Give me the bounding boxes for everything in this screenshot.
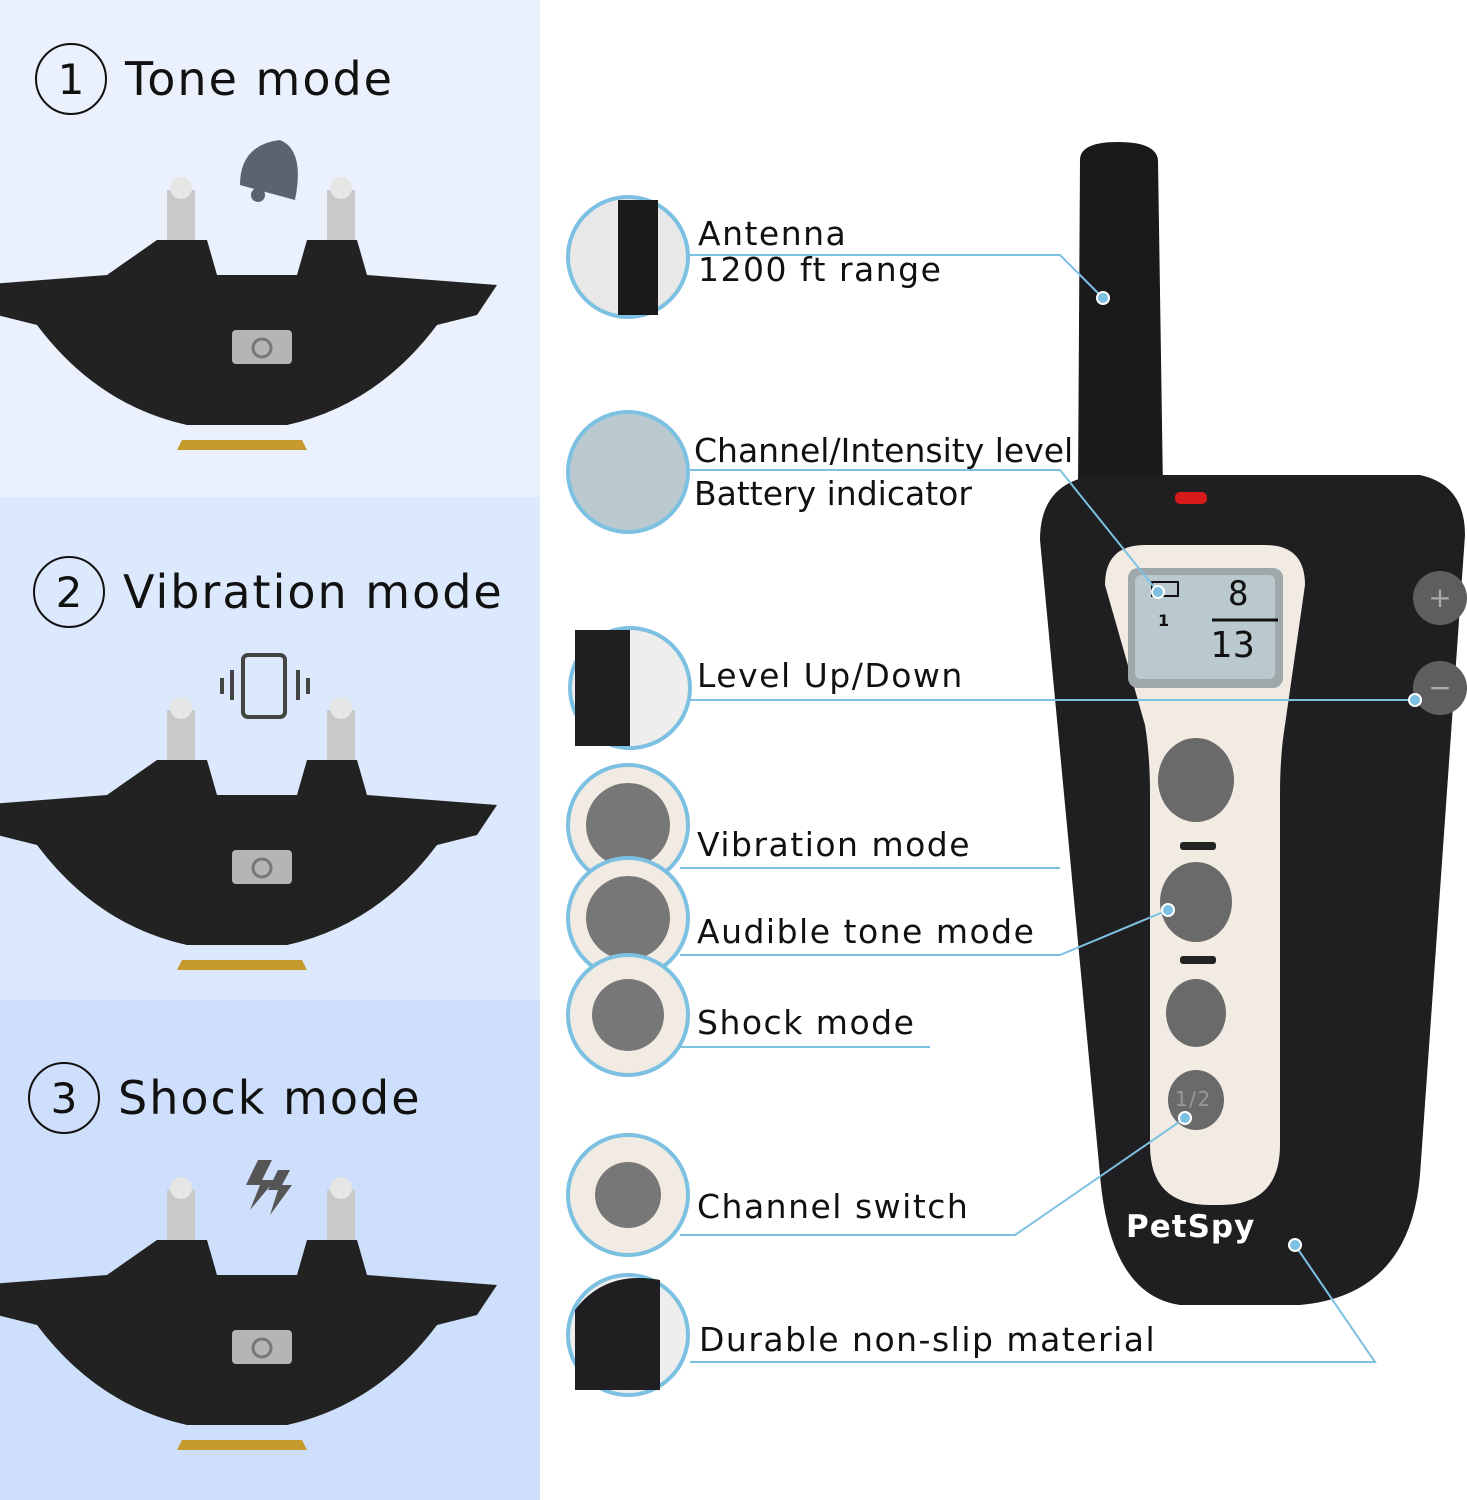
bell-icon — [240, 140, 298, 202]
mode-title-vibration: 2 Vibration mode — [33, 556, 504, 628]
svg-text:−: − — [1428, 671, 1451, 704]
brand-logo: PetSpy — [1126, 1209, 1256, 1245]
callout-dots — [1096, 291, 1422, 1252]
callout-lcd-level: Channel/Intensity level — [694, 431, 1074, 470]
callout-vibration: Vibration mode — [697, 825, 972, 864]
mode-label: Vibration mode — [123, 565, 504, 619]
callout-tone: Audible tone mode — [697, 912, 1036, 951]
callout-shock: Shock mode — [697, 1003, 916, 1042]
callout-lcd-battery: Battery indicator — [694, 473, 972, 513]
lcd-channel: 1 — [1158, 611, 1171, 630]
remote-transmitter: + − — [1040, 142, 1467, 1305]
lcd-level: 13 — [1210, 625, 1257, 666]
channel-button-label: 1/2 — [1175, 1087, 1212, 1111]
lightning-icon — [246, 1160, 292, 1215]
callout-lines — [680, 254, 1415, 1363]
mode-number: 3 — [28, 1062, 100, 1134]
mode-label: Tone mode — [125, 52, 394, 106]
collar-shock — [0, 1175, 499, 1452]
callout-antenna-title: Antenna — [698, 214, 848, 253]
collar-tone — [0, 175, 499, 452]
callout-antenna-range: 1200 ft range — [698, 250, 943, 290]
lcd-intensity: 8 — [1228, 574, 1250, 614]
mode-number: 2 — [33, 556, 105, 628]
mode-label: Shock mode — [118, 1071, 422, 1125]
vibrating-phone-icon — [220, 653, 310, 719]
callout-circles — [566, 195, 692, 1397]
callout-material: Durable non-slip material — [699, 1320, 1157, 1359]
mode-number: 1 — [35, 43, 107, 115]
mode-title-shock: 3 Shock mode — [28, 1062, 422, 1134]
svg-text:+: + — [1428, 581, 1451, 614]
collar-vibration — [0, 695, 499, 972]
callout-channel: Channel switch — [697, 1187, 970, 1226]
callout-level: Level Up/Down — [697, 656, 964, 695]
mode-title-tone: 1 Tone mode — [35, 43, 394, 115]
